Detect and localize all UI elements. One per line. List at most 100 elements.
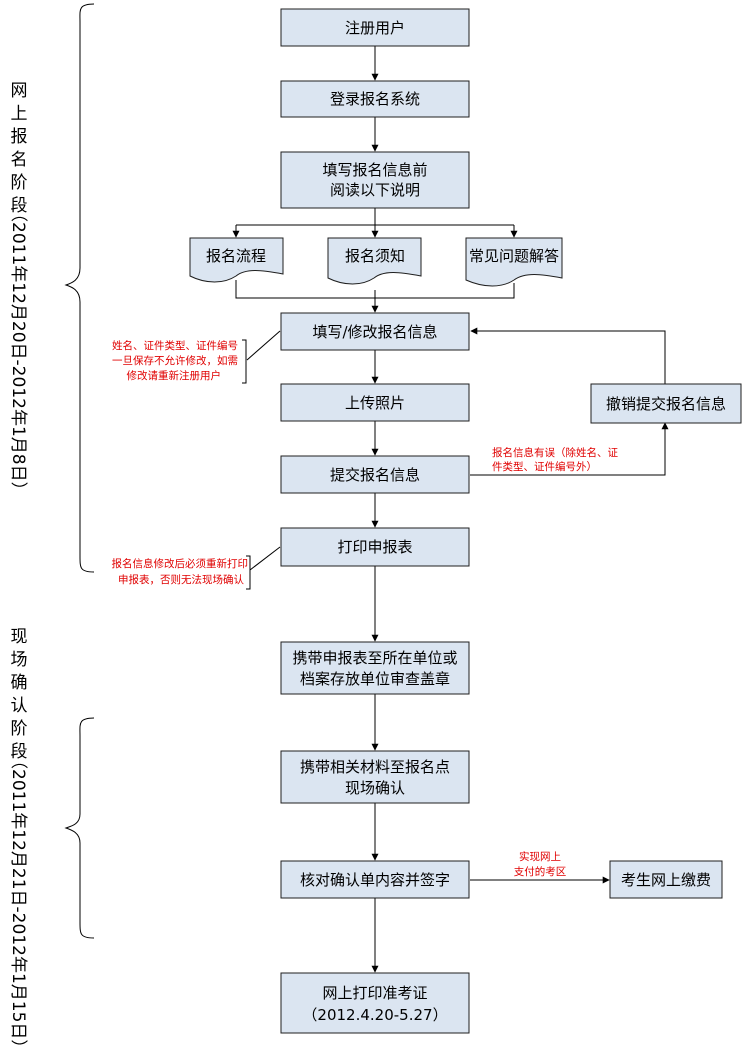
step-read-line1: 填写报名信息前 [322,161,427,179]
period-part: 月 [8,984,28,1001]
stage-onsite-period: （2011年12月21日-2012年1月15日） [8,752,28,1045]
step-fill-info: 填写/修改报名信息 [280,312,470,351]
step-register: 注册用户 [280,8,470,47]
step-cancel-submission: 撤销提交报名信息 [590,383,742,424]
period-part: ） [8,482,28,499]
step-print-form: 打印申报表 [280,527,470,567]
period-part: 日 [8,1022,28,1039]
period-part: 12 [8,829,28,851]
step-register-label: 注册用户 [345,19,405,37]
stage-onsite-char: 阶 [11,719,28,739]
period-part: 日 [8,890,28,907]
stage-online-char: 上 [11,104,28,124]
step-fill-info-label: 填写/修改报名信息 [312,323,437,341]
note-locked-line1: 姓名、证件类型、证件编号 [112,339,238,352]
period-part: 年 [8,409,28,426]
stage-online-char: 报 [11,127,28,147]
period-part: 15 [8,1001,28,1023]
doc-registration-process: 报名流程 [189,237,284,283]
step-login-label: 登录报名系统 [330,90,420,108]
doc-registration-notice: 报名须知 [327,237,422,285]
step-print-admission: 网上打印准考证 （2012.4.20-5.27） [280,972,470,1034]
step-read-line2: 阅读以下说明 [330,181,420,199]
period-part: 1 [8,426,28,437]
connector [470,327,666,384]
period-part: 2011 [8,769,28,812]
step-unit-stamp-line2: 档案存放单位审查盖章 [300,670,450,688]
step-print-form-label: 打印申报表 [337,538,412,556]
online-stage-brace [64,3,95,573]
note-locked-line3: 修改请重新注册用户 [127,369,222,382]
connector [249,546,281,571]
step-online-payment: 考生网上缴费 [609,860,723,899]
period-part: 8 [8,454,28,465]
note-pay-line2: 支付的考区 [514,865,567,878]
step-verify-sign: 核对确认单内容并签字 [280,860,470,899]
svg-text:（2011年12月20日-2012年1月8日）: （2011年12月20日-2012年1月8日） [8,205,28,499]
period-part: -2012 [8,907,28,956]
period-part: 年 [8,956,28,973]
note-locked-line2: 一旦保存不允许修改，如需 [112,354,238,367]
stage-online-label: 网 上 报 名 阶 段 （2011年12月20日-2012年1月8日） [8,81,28,499]
period-part: 12 [8,282,28,304]
period-part: 1 [8,973,28,984]
connector [470,422,669,476]
period-part: 日 [8,343,28,360]
note-locked-fields: 姓名、证件类型、证件编号 一旦保存不允许修改，如需 修改请重新注册用户 [112,339,247,384]
period-part: 20 [8,321,28,343]
stage-onsite-char: 场 [11,650,28,670]
note-error-line2: 件类型、证件编号外） [492,460,597,473]
doc-faq: 常见问题解答 [465,237,563,287]
stage-onsite-char: 确 [11,673,28,693]
step-print-admission-line2: （2012.4.20-5.27） [302,1006,447,1024]
note-reprint-line1: 报名信息修改后必须重新打印 [112,557,249,570]
stage-online-char: 阶 [11,173,28,193]
note-error-line1: 报名信息有误（除姓名、证 [492,446,618,459]
period-part: 年 [8,265,28,282]
period-part: 年 [8,812,28,829]
note-info-error: 报名信息有误（除姓名、证 件类型、证件编号外） [492,446,618,473]
stage-onsite-char: 段 [11,742,28,762]
period-part: （ [8,205,28,222]
note-online-payment-area: 实现网上 支付的考区 [514,850,567,878]
period-part: -2012 [8,360,28,409]
step-submit-info-label: 提交报名信息 [330,466,420,484]
doc-faq-label: 常见问题解答 [469,247,559,265]
stage-online-period: （2011年12月20日-2012年1月8日） [8,205,28,499]
step-onsite-confirm: 携带相关材料至报名点 现场确认 [280,750,470,804]
doc-registration-process-label: 报名流程 [206,247,266,265]
period-part: 2011 [8,222,28,265]
period-part: 日 [8,465,28,482]
stage-online-char: 网 [11,81,28,101]
period-part: 月 [8,851,28,868]
step-submit-info: 提交报名信息 [280,455,470,494]
step-unit-stamp-line1: 携带申报表至所在单位或 [292,649,457,667]
stage-onsite-char: 认 [11,696,28,716]
period-part: 21 [8,868,28,890]
step-login: 登录报名系统 [280,80,470,118]
step-verify-sign-label: 核对确认单内容并签字 [300,871,450,889]
doc-registration-notice-label: 报名须知 [345,247,405,265]
note-reprint-required: 报名信息修改后必须重新打印 申报表，否则无法现场确认 [112,555,251,590]
step-read-instructions: 填写报名信息前 阅读以下说明 [280,151,470,209]
connectors [232,46,669,973]
svg-text:（2011年12月21日-2012年1月15日）: （2011年12月21日-2012年1月15日） [8,752,28,1045]
step-upload-photo: 上传照片 [280,383,470,422]
step-upload-photo-label: 上传照片 [345,394,405,412]
note-reprint-line2: 申报表，否则无法现场确认 [118,573,244,586]
note-pay-line1: 实现网上 [519,850,561,863]
step-onsite-confirm-line2: 现场确认 [345,779,405,797]
connector [246,330,281,361]
step-print-admission-line1: 网上打印准考证 [322,984,427,1002]
period-part: 月 [8,304,28,321]
period-part: （ [8,752,28,769]
step-cancel-submission-label: 撤销提交报名信息 [606,395,726,413]
stage-online-char: 段 [11,196,28,216]
stage-online-char: 名 [11,150,28,170]
period-part: 月 [8,437,28,454]
step-onsite-confirm-line1: 携带相关材料至报名点 [300,758,450,776]
step-unit-stamp: 携带申报表至所在单位或 档案存放单位审查盖章 [280,641,470,695]
step-online-payment-label: 考生网上缴费 [621,871,711,889]
onsite-stage-brace [64,717,95,939]
